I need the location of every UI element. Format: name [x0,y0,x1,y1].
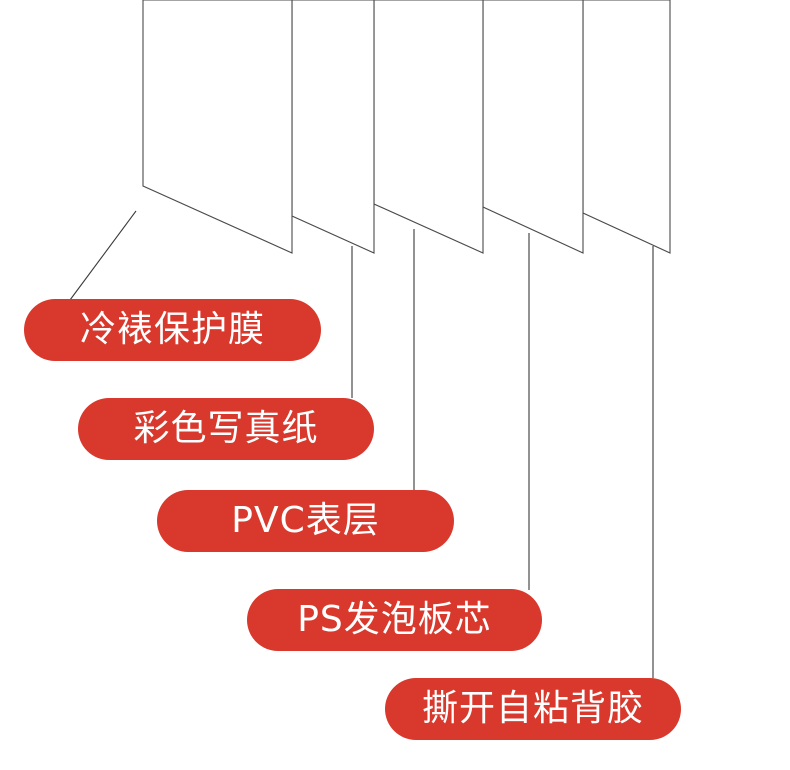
label-cold-laminate-film: 冷裱保护膜 [24,299,321,361]
label-adhesive-backing: 撕开自粘背胶 [385,678,681,740]
layer-sheet-pvc-surface [373,0,484,254]
label-pvc-surface: PVC表层 [157,490,454,552]
label-color-photo-paper: 彩色写真纸 [78,398,374,460]
layer-sheet-cold-laminate-film [142,0,293,254]
leader-line-cold-laminate-film [69,210,137,301]
layer-sheet-color-photo-paper [291,0,375,254]
layer-sheet-adhesive-backing [582,0,671,254]
layer-sheet-ps-foam-core [482,0,584,254]
label-ps-foam-core: PS发泡板芯 [247,589,542,651]
